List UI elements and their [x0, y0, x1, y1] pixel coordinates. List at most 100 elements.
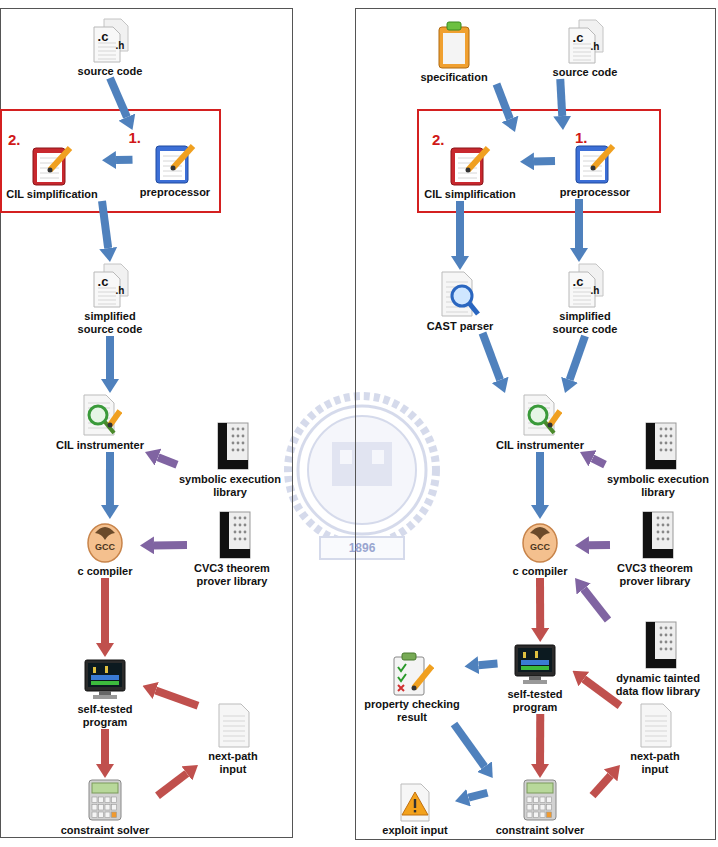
- icon-line: [573, 292, 591, 293]
- icon-key: [112, 812, 117, 818]
- node-label: c compiler: [512, 565, 567, 578]
- node-label: CAST parser: [427, 320, 494, 333]
- icon-dot: [242, 442, 245, 445]
- icon-line: [446, 312, 468, 313]
- icon-dot: [662, 531, 665, 534]
- icon-line: [583, 171, 602, 172]
- panel-frame: [1, 9, 293, 838]
- icon-dot: [237, 449, 240, 452]
- icon-calculator: [89, 780, 121, 820]
- icon-line: [645, 721, 667, 722]
- icon-pencil-tip: [108, 423, 113, 428]
- icon-key: [540, 812, 545, 818]
- source-file: simplified source code: [548, 262, 623, 336]
- icon-dot: [657, 538, 660, 541]
- icon-dot: [660, 428, 663, 431]
- node-icon: [210, 421, 250, 471]
- icon-bar: [91, 675, 119, 680]
- icon-line: [223, 736, 245, 737]
- icon-dot: [237, 435, 240, 438]
- icon-line: [458, 173, 477, 174]
- file-extension: .h: [591, 41, 600, 52]
- icon-dot: [667, 524, 670, 527]
- flow-arrow: [536, 714, 544, 764]
- file-extension: .h: [116, 40, 125, 51]
- flow-arrow: [536, 578, 544, 628]
- instrumenter: CIL instrumenter: [490, 393, 590, 452]
- node-icon: [573, 140, 617, 184]
- icon-dot: [660, 648, 663, 651]
- icon-page: [401, 784, 429, 821]
- icon-screen: [518, 648, 552, 672]
- node-icon: [518, 393, 562, 437]
- program: self-tested program: [68, 657, 143, 729]
- icon-dot: [242, 428, 245, 431]
- icon-pencil-tip: [412, 686, 417, 691]
- icon-monitor: [85, 660, 125, 691]
- icon-pencil: [110, 411, 120, 425]
- library: CVC3 theorem prover library: [610, 510, 700, 588]
- node-label: source code: [78, 65, 143, 78]
- node-label: constraint solver: [496, 824, 585, 837]
- icon-dot: [670, 634, 673, 637]
- icon-dot: [667, 517, 670, 520]
- watermark-seal: [288, 396, 436, 559]
- flow-arrow: [116, 156, 133, 164]
- input-file: next-path input: [620, 702, 690, 776]
- node-label: c compiler: [77, 565, 132, 578]
- icon-page: [646, 423, 676, 469]
- icon-dot: [232, 435, 235, 438]
- node-label: CIL simplification: [424, 188, 515, 201]
- node-icon: [83, 657, 127, 701]
- node-label: symbolic execution library: [605, 473, 711, 499]
- node-icon: [83, 778, 127, 822]
- icon-base: [93, 695, 117, 699]
- specification-file: specification: [412, 21, 497, 84]
- icon-warning: [402, 792, 428, 815]
- icon-dot: [660, 641, 663, 644]
- flow-arrow: [106, 452, 114, 505]
- icon-dot: [657, 524, 660, 527]
- library: symbolic execution library: [605, 421, 711, 499]
- icon-bar: [91, 681, 119, 685]
- icon-dot: [662, 538, 665, 541]
- icon-notepad: [576, 146, 608, 183]
- icon-page: [442, 272, 472, 316]
- icon-dot: [662, 524, 665, 527]
- icon-dot: [234, 538, 237, 541]
- icon-notepad: [156, 146, 188, 183]
- icon-dot: [660, 627, 663, 630]
- icon-notepad: [451, 148, 483, 185]
- icon-clip: [402, 653, 416, 660]
- icon-line: [223, 741, 245, 742]
- icon-dot: [657, 517, 660, 520]
- callout-number: 2.: [432, 132, 445, 147]
- seal-ring: [298, 406, 426, 534]
- icon-dot: [239, 531, 242, 534]
- flow-arrow: [101, 578, 109, 643]
- icon-calculator: [524, 780, 556, 820]
- icon-key: [547, 797, 552, 803]
- icon-dot: [232, 449, 235, 452]
- icon-dot: [665, 641, 668, 644]
- icon-warning-mark: [414, 810, 416, 812]
- node-label: source code: [553, 66, 618, 79]
- flow-arrow: [589, 541, 610, 549]
- icon-dot: [662, 517, 665, 520]
- node-label: CIL instrumenter: [496, 439, 584, 452]
- source-file: source code: [73, 17, 148, 78]
- node-label: preprocessor: [140, 186, 210, 199]
- icon-line: [645, 736, 667, 737]
- node-label: symbolic execution library: [177, 473, 283, 499]
- flow-arrow: [456, 201, 464, 256]
- icon-dot: [242, 449, 245, 452]
- icon-dot: [239, 538, 242, 541]
- flow-arrow: [592, 458, 605, 464]
- icon-pencil-tip: [591, 166, 596, 171]
- file-extension: .h: [116, 285, 125, 296]
- icon-dot: [667, 538, 670, 541]
- icon-letter-shape: [646, 622, 676, 668]
- icon-bar: [523, 652, 526, 658]
- flow-arrow: [593, 775, 611, 795]
- file-extension: .c: [98, 274, 109, 289]
